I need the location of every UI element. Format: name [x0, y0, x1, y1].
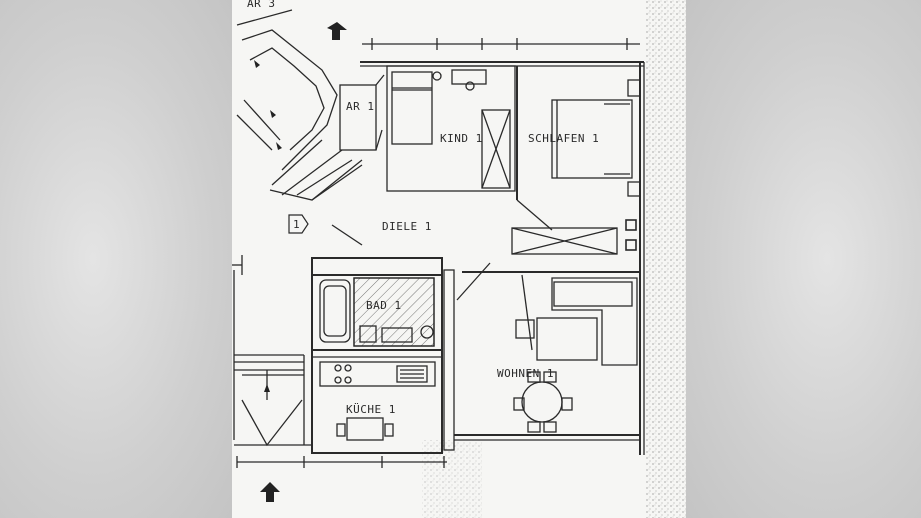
arrow-up-icon	[260, 482, 280, 502]
scan-noise-edge	[646, 0, 686, 518]
room-label-schlafen1: SCHLAFEN 1	[528, 132, 599, 145]
room-label-bad1: BAD 1	[366, 299, 402, 312]
room-label-ar1: AR 1	[346, 100, 375, 113]
room-label-kueche1: KÜCHE 1	[346, 403, 396, 416]
stair-arrow-icon	[254, 60, 282, 392]
blurred-backdrop-right	[686, 0, 921, 518]
floor-plan-drawing: 1 AR 3 AR 1 KIND 1 SCHLAFEN 1 DIELE 1 BA…	[232, 0, 686, 518]
door-marker-label: 1	[293, 218, 300, 231]
room-label-ar3: AR 3	[247, 0, 276, 10]
arrow-down-icon	[327, 22, 347, 40]
room-label-kind1: KIND 1	[440, 132, 483, 145]
floor-plan: 1 AR 3 AR 1 KIND 1 SCHLAFEN 1 DIELE 1 BA…	[232, 0, 686, 518]
blurred-backdrop-left	[0, 0, 232, 518]
room-label-wohnen1: WOHNEN 1	[497, 367, 554, 380]
walls	[232, 9, 645, 468]
room-label-diele1: DIELE 1	[382, 220, 432, 233]
door-marker: 1	[288, 214, 309, 234]
scan-noise-bottom	[422, 440, 482, 518]
